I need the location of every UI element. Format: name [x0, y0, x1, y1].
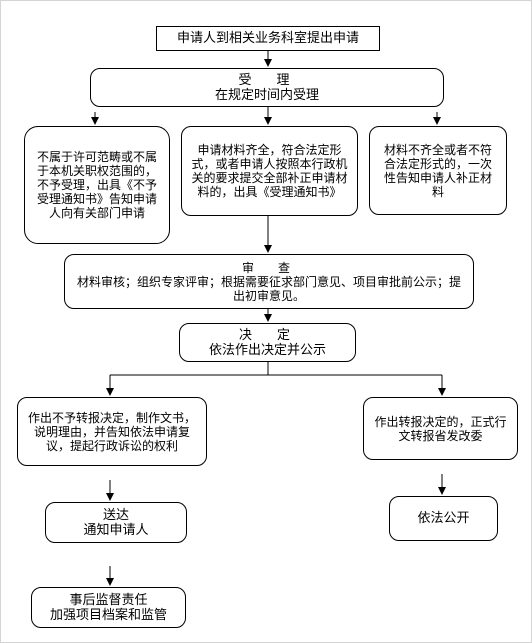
no-transfer-text: 作出不予转报决定，制作文书，说明理由，并告知依法申请复议，提起行政诉讼的权利	[27, 410, 196, 453]
notify-box: 送达 通知申请人	[45, 502, 187, 543]
notify-subtitle: 通知申请人	[83, 522, 149, 538]
supervise-subtitle: 加强项目档案和监管	[49, 607, 167, 623]
transfer-text: 作出转报决定的，正式行文转报省发改委	[374, 414, 507, 443]
decide-title: 决 定	[238, 327, 296, 343]
review-subtitle: 材料审核；组织专家评审；根据需要征求部门意见、项目审批前公示；提出初审意见。	[77, 274, 462, 303]
supervise-title: 事后监督责任	[69, 592, 148, 608]
reject-text: 不属于许可范畴或不属于本机关职权范围的，不予受理，出具《不予受理通知书》告知申请…	[36, 150, 157, 220]
review-box: 审 查 材料审核；组织专家评审；根据需要征求部门意见、项目审批前公示；提出初审意…	[64, 254, 474, 309]
review-title: 审 查	[241, 260, 296, 275]
decide-subtitle: 依法作出决定并公示	[208, 342, 326, 358]
no-transfer-box: 作出不予转报决定，制作文书，说明理由，并告知依法申请复议，提起行政诉讼的权利	[17, 397, 207, 466]
decide-box: 决 定 依法作出决定并公示	[179, 323, 356, 362]
notify-title: 送达	[102, 507, 129, 523]
complete-text: 申请材料齐全，符合法定形式，或者申请人按照本行政机关的要求提交全部补正申请材料的…	[191, 143, 348, 199]
accept-subtitle: 在规定时间内受理	[214, 87, 319, 103]
accept-title: 受 理	[238, 72, 296, 88]
transfer-box: 作出转报决定的，正式行文转报省发改委	[363, 397, 518, 460]
incomplete-text: 材料不齐全或者不符合法定形式的，一次性告知申请人补正材料	[383, 142, 492, 199]
accept-box: 受 理 在规定时间内受理	[90, 68, 444, 107]
publish-box: 依法公开	[389, 496, 498, 541]
incomplete-box: 材料不齐全或者不符合法定形式的，一次性告知申请人补正材料	[369, 126, 507, 215]
reject-box: 不属于许可范畴或不属于本机关职权范围的，不予受理，出具《不予受理通知书》告知申请…	[24, 126, 170, 244]
apply-text: 申请人到相关业务科室提出申请	[176, 30, 359, 46]
apply-box: 申请人到相关业务科室提出申请	[156, 26, 380, 51]
complete-box: 申请材料齐全，符合法定形式，或者申请人按照本行政机关的要求提交全部补正申请材料的…	[181, 126, 358, 216]
supervise-box: 事后监督责任 加强项目档案和监管	[31, 587, 186, 628]
publish-text: 依法公开	[417, 510, 470, 526]
